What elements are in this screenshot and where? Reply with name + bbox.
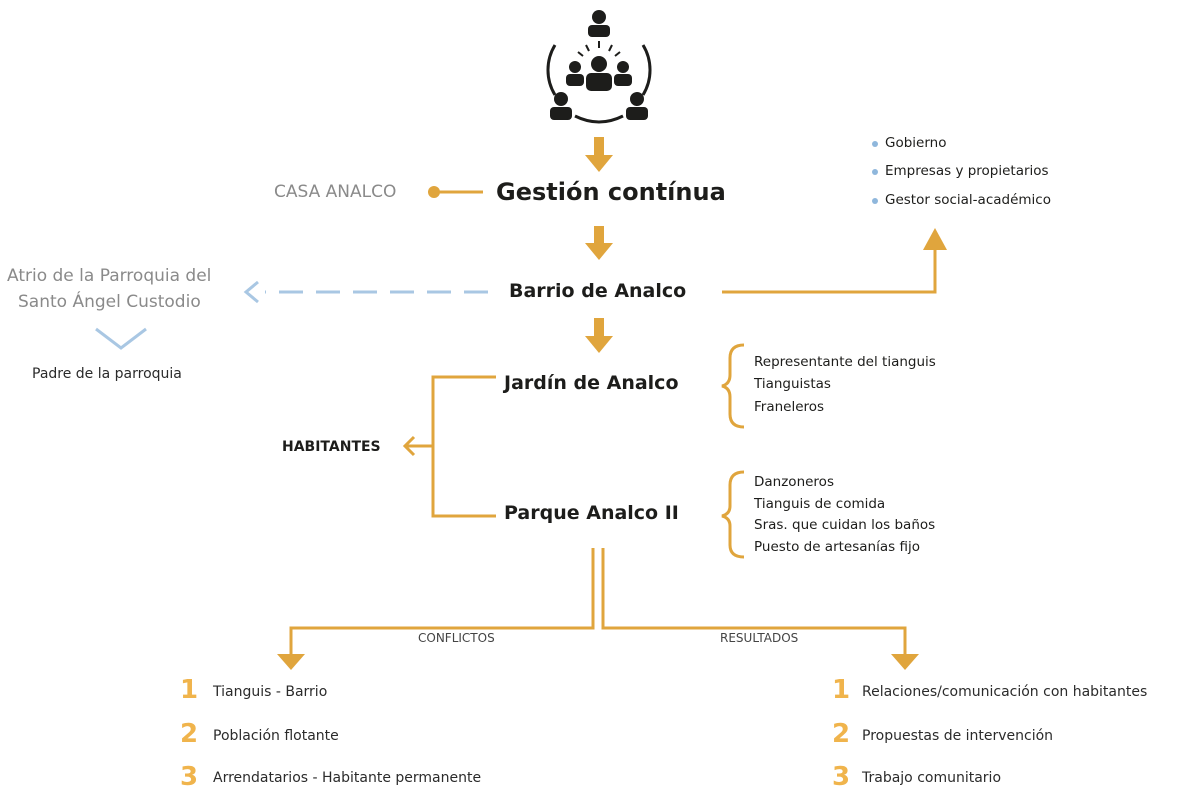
node-gestion: Gestión contínua <box>496 178 726 206</box>
list-item: Tianguis de comida <box>754 496 886 512</box>
number-badge: 3 <box>180 762 199 792</box>
list-item: Arrendatarios - Habitante permanente <box>213 770 482 786</box>
casa-connector <box>428 186 483 198</box>
branch-label-conflictos: CONFLICTOS <box>418 631 495 645</box>
arrow-icon-to-gestion <box>585 137 613 172</box>
list-item: Relaciones/comunicación con habitantes <box>862 684 1148 700</box>
list-item: Danzoneros <box>754 474 834 490</box>
list-item: Representante del tianguis <box>754 354 936 370</box>
arrow-barrio-to-jardin <box>585 318 613 353</box>
node-jardin: Jardín de Analco <box>504 372 679 394</box>
list-item: Gestor social-académico <box>885 192 1051 208</box>
people-meeting-icon <box>546 10 652 124</box>
brace-icon-jardin <box>721 343 745 429</box>
node-parque: Parque Analco II <box>504 502 679 524</box>
brace-icon-parque <box>721 470 745 559</box>
arrow-conflictos <box>277 654 305 670</box>
list-item: Tianguistas <box>754 376 831 392</box>
bullet-icon <box>872 169 878 175</box>
list-item: Tianguis - Barrio <box>213 684 328 700</box>
node-casa-analco: CASA ANALCO <box>274 182 397 202</box>
branch-label-resultados: RESULTADOS <box>720 631 799 645</box>
list-item: Trabajo comunitario <box>862 770 1002 786</box>
list-item: Franeleros <box>754 399 825 415</box>
node-habitantes: HABITANTES <box>282 439 381 455</box>
bullet-icon <box>872 141 878 147</box>
habitantes-bracket <box>402 375 496 518</box>
dashed-link-atrio <box>95 280 488 350</box>
node-atrio-line1: Atrio de la Parroquia del <box>7 266 212 286</box>
number-badge: 3 <box>832 762 851 792</box>
number-badge: 1 <box>180 675 199 705</box>
arrow-gestion-to-barrio <box>585 226 613 260</box>
number-badge: 1 <box>832 675 851 705</box>
node-barrio: Barrio de Analco <box>509 280 687 302</box>
node-atrio-line2: Santo Ángel Custodio <box>18 292 201 312</box>
barrio-to-stakeholders-arrow <box>722 228 947 294</box>
list-item: Puesto de artesanías fijo <box>754 539 920 555</box>
arrow-resultados <box>891 654 919 670</box>
list-item: Gobierno <box>885 135 947 151</box>
node-padre: Padre de la parroquia <box>32 366 182 382</box>
branch-lines <box>289 548 907 655</box>
list-item: Propuestas de intervención <box>862 728 1054 744</box>
list-item: Empresas y propietarios <box>885 163 1049 179</box>
bullet-icon <box>872 198 878 204</box>
list-item: Sras. que cuidan los baños <box>754 517 936 533</box>
list-item: Población flotante <box>213 728 339 744</box>
number-badge: 2 <box>180 719 199 749</box>
number-badge: 2 <box>832 719 851 749</box>
